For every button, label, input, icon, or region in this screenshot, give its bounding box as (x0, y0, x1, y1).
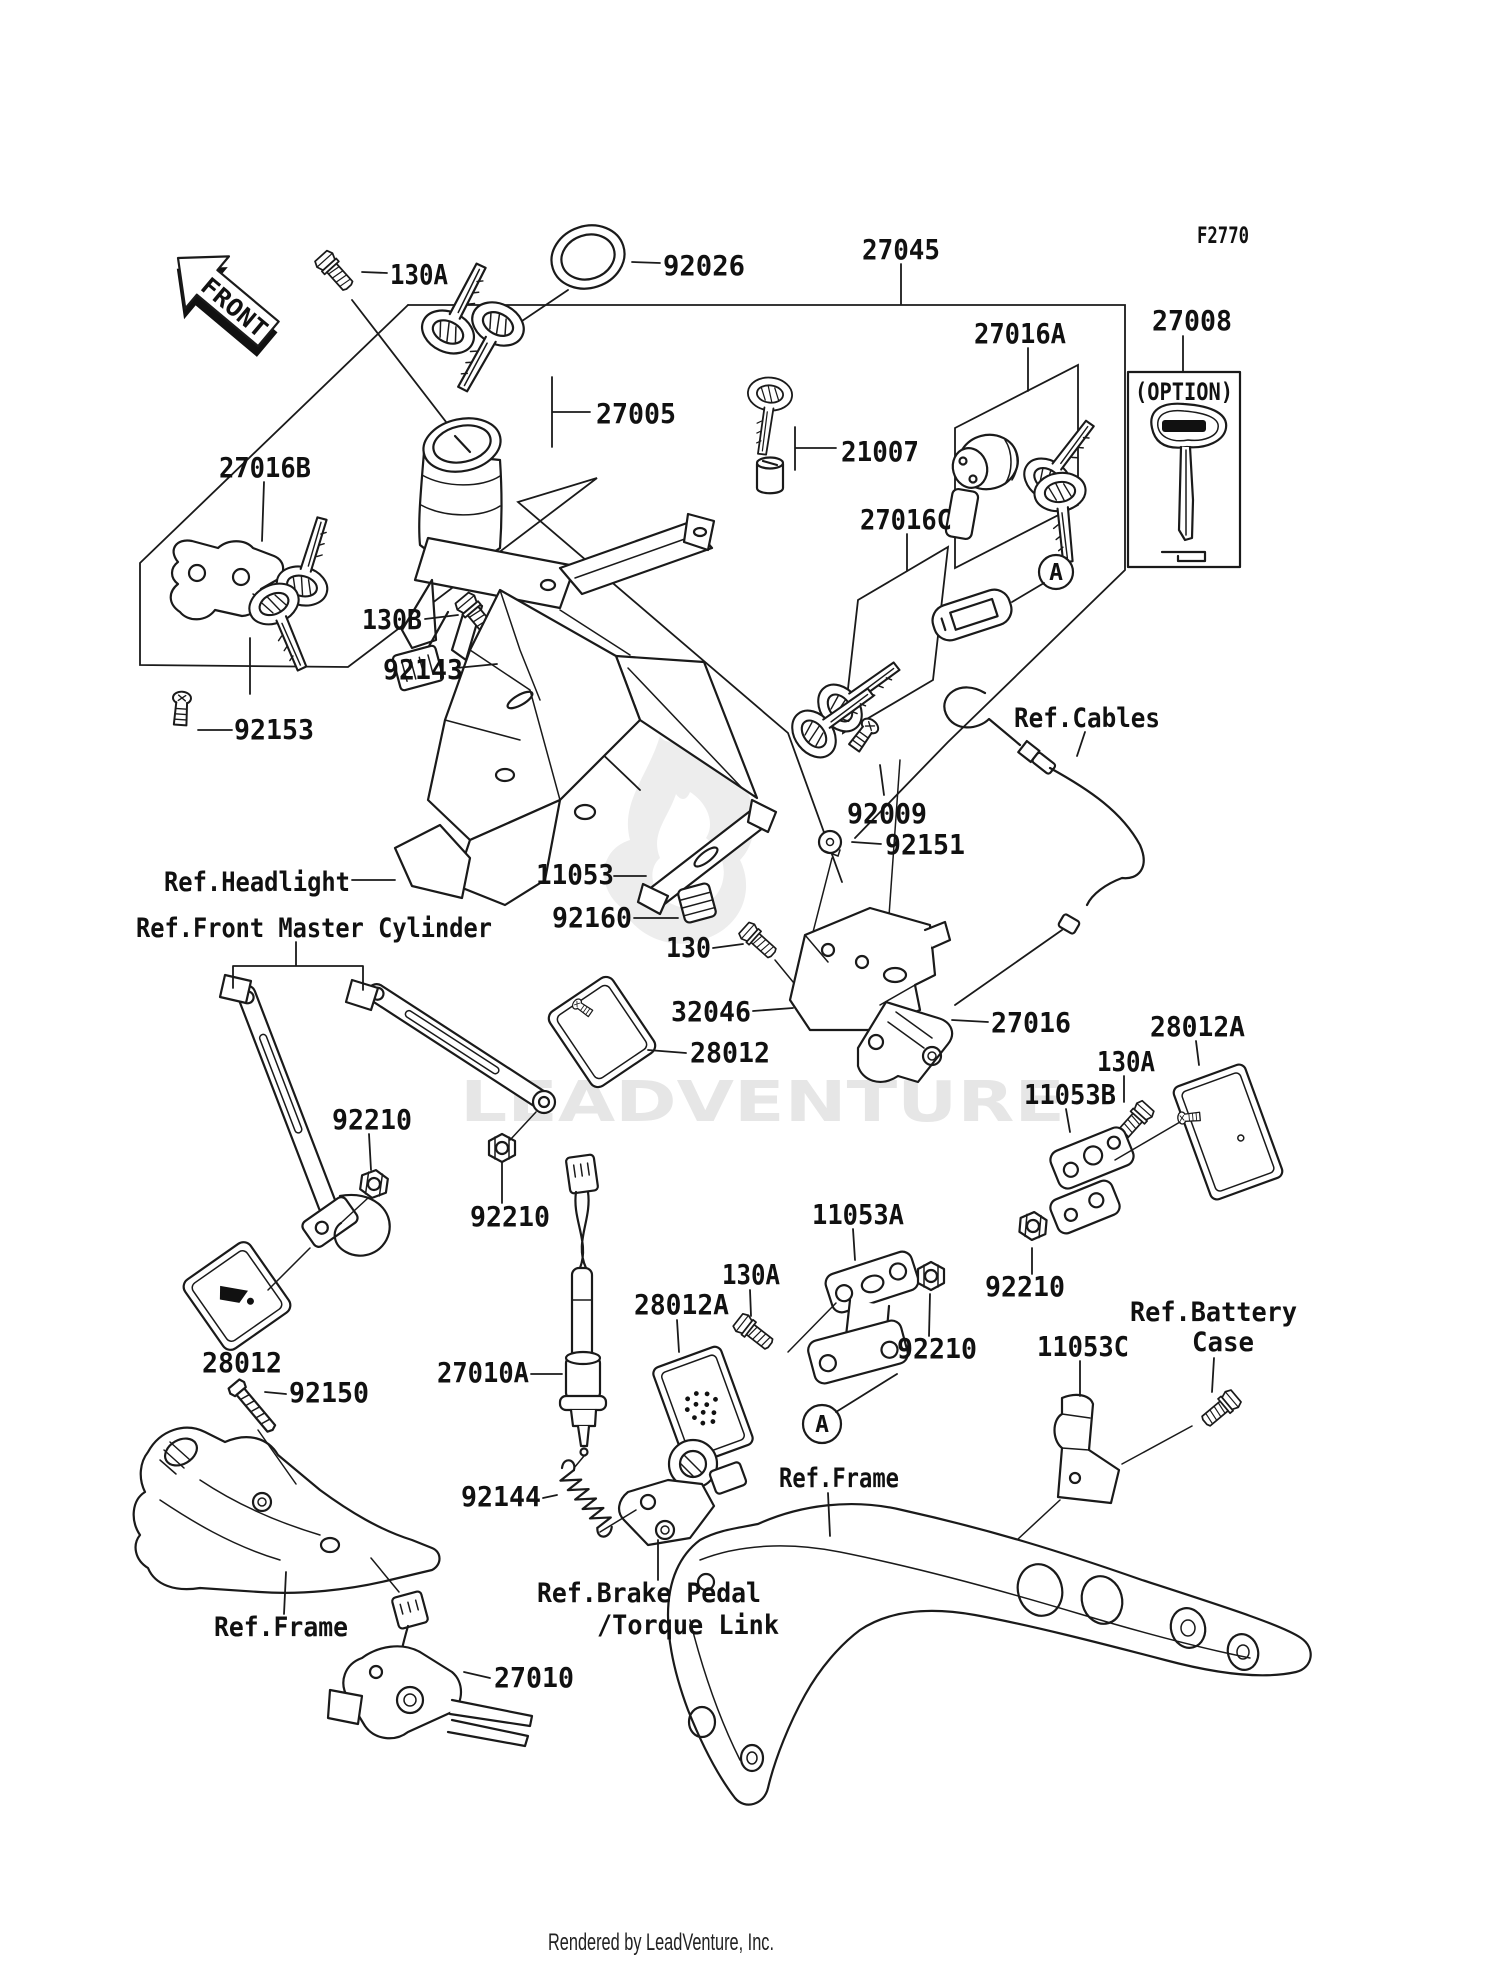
callout-130: 130 (666, 931, 711, 964)
headlight-bracket (393, 512, 759, 907)
callout-11053c: 11053C (1037, 1330, 1129, 1363)
front-master-cylinder-stays (218, 973, 557, 1257)
ref-frame-right: Ref.Frame (779, 1463, 899, 1494)
callout-27016: 27016 (991, 1006, 1071, 1039)
detail-marker-a-top: A (1011, 553, 1075, 603)
callout-27045: 27045 (862, 233, 940, 266)
callout-92026: 92026 (663, 249, 745, 282)
callout-21007: 21007 (841, 435, 919, 468)
leadventure-text-watermark: LEADVENTURE (460, 1070, 1065, 1135)
cap-21007 (755, 456, 785, 495)
footer-credit: Rendered by LeadVenture, Inc. (548, 1929, 774, 1956)
callout-28012-left: 28012 (202, 1346, 282, 1379)
bracket-32046 (788, 906, 952, 1032)
ref-brake-pedal-line1: Ref.Brake Pedal (537, 1578, 761, 1609)
callout-92009: 92009 (847, 797, 927, 830)
bolt-130a-bottom-icon (730, 1311, 778, 1354)
cable-ref-cables (943, 686, 1145, 1006)
callout-130a-bottom: 130A (722, 1258, 780, 1291)
svg-text:A: A (815, 1412, 829, 1438)
bracket-11053b (1049, 1121, 1181, 1235)
option-box-27008: (OPTION) (1126, 370, 1242, 569)
front-arrow: FRONT (176, 255, 280, 357)
callout-28012-center: 28012 (690, 1036, 770, 1069)
callout-28012a-center: 28012A (634, 1288, 729, 1321)
callout-11053b: 11053B (1024, 1078, 1116, 1111)
bolt-battery-case-icon (1197, 1387, 1244, 1431)
switch-27010 (326, 1557, 534, 1748)
callout-92210-center: 92210 (897, 1332, 977, 1365)
reflector-28012-center (547, 975, 657, 1089)
nut-92210-left-icon (358, 1167, 390, 1201)
callout-11053a: 11053A (812, 1198, 904, 1231)
screw-92153-icon (170, 690, 193, 727)
callout-32046: 32046 (671, 995, 751, 1028)
callout-27016c: 27016C (860, 503, 952, 536)
option-label: (OPTION) (1135, 378, 1233, 406)
callout-92143: 92143 (383, 653, 463, 686)
leader-lines (197, 261, 1215, 1679)
ref-headlight: Ref.Headlight (164, 867, 350, 898)
brake-switch-27010a (558, 1153, 608, 1469)
callout-92210-right: 92210 (985, 1270, 1065, 1303)
svg-text:A: A (1049, 560, 1063, 586)
detail-marker-a-bottom: A (801, 1373, 898, 1445)
catch-bracket-27016 (856, 1000, 954, 1084)
callout-27008: 27008 (1152, 304, 1232, 337)
screw-92150 (227, 1378, 277, 1433)
callout-27016b: 27016B (219, 451, 311, 484)
callout-92160: 92160 (552, 901, 632, 934)
ref-cables: Ref.Cables (1014, 703, 1160, 734)
latch-27016c (782, 588, 1013, 767)
nut-92210-far-right-icon (1017, 1209, 1049, 1243)
lock-keys-21007 (740, 374, 795, 495)
ref-front-master-cylinder: Ref.Front Master Cylinder (136, 913, 492, 944)
callout-27016a: 27016A (974, 317, 1066, 350)
reflector-28012-left (182, 1241, 311, 1351)
lock-27016b (169, 510, 347, 680)
callout-28012a-right: 28012A (1150, 1010, 1245, 1043)
bolt-130-icon (736, 919, 781, 963)
bracket-11053c (1053, 1393, 1121, 1505)
reflector-28012a-right (1172, 1063, 1284, 1201)
figure-code: F2770 (1197, 224, 1249, 249)
screw-92151-icon (817, 829, 843, 858)
callout-92144: 92144 (461, 1480, 541, 1513)
callout-92150: 92150 (289, 1376, 369, 1409)
callout-11053: 11053 (536, 858, 614, 891)
callout-130a-top: 130A (390, 258, 448, 291)
frame-left (132, 1426, 441, 1594)
brake-pedal-clamp (618, 1438, 748, 1547)
spring-92144-icon (549, 1456, 623, 1541)
callout-27005: 27005 (596, 397, 676, 430)
callout-130b: 130B (362, 603, 422, 636)
reflector-28012a-center (652, 1345, 754, 1467)
callout-27010a: 27010A (437, 1356, 529, 1389)
lock-27016a (944, 406, 1111, 567)
callout-92151: 92151 (885, 828, 965, 861)
callout-130a-right: 130A (1097, 1045, 1155, 1078)
ref-battery-line2: Case (1192, 1327, 1254, 1358)
damper-92160 (677, 882, 717, 924)
bolt-130a-top-icon (312, 248, 358, 295)
callout-92153: 92153 (234, 713, 314, 746)
ring-92026 (550, 224, 626, 290)
ref-battery-line1: Ref.Battery (1130, 1297, 1297, 1328)
ref-brake-pedal-line2: /Torque Link (597, 1610, 779, 1641)
callout-92210-stay-right: 92210 (470, 1200, 550, 1233)
callout-92210-stay-left: 92210 (332, 1103, 412, 1136)
nut-92210-center-icon (916, 1260, 946, 1292)
bracket-11053a (807, 1250, 920, 1385)
stay-11053 (636, 798, 778, 916)
frame-right (666, 1503, 1312, 1806)
ref-frame-left: Ref.Frame (214, 1612, 348, 1643)
callout-27010: 27010 (494, 1661, 574, 1694)
